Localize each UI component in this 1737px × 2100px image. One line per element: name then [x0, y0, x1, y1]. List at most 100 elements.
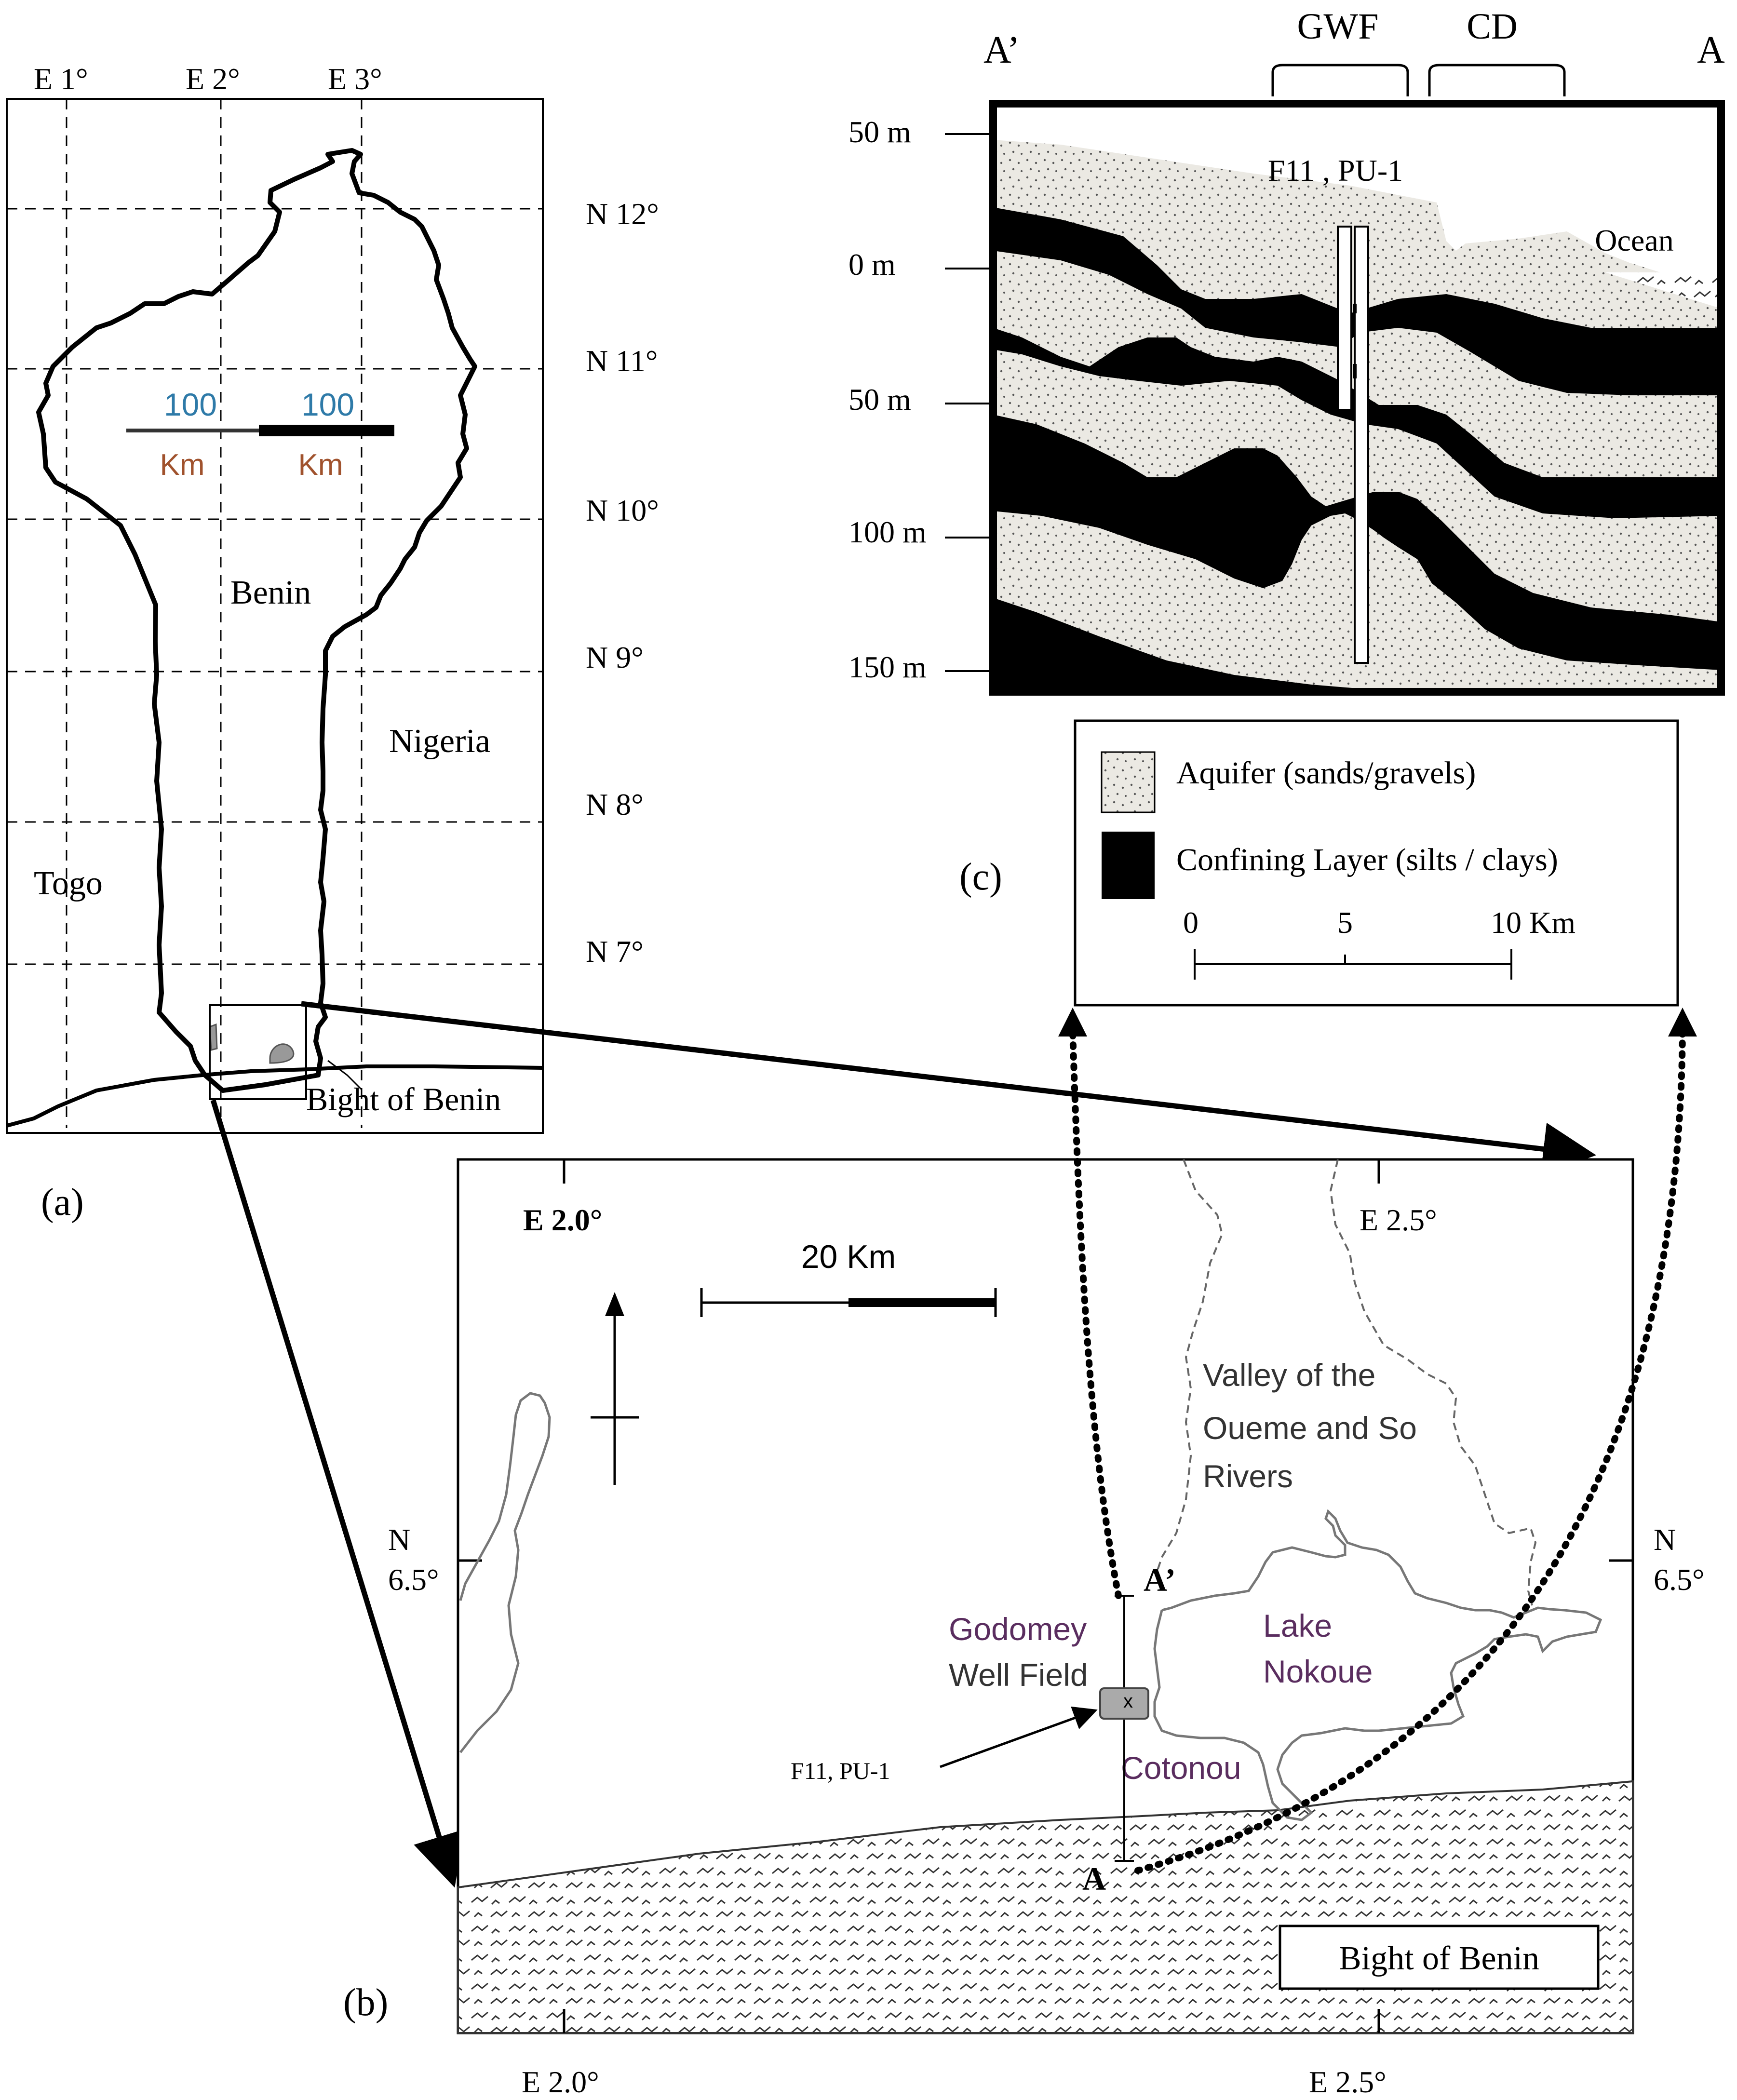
depth-label-50-above: 50 m: [848, 115, 911, 149]
confining-layers: [993, 207, 1721, 692]
map-a: E 1° E 2° E 3° N 12° N 11° N 10° N 9° N …: [6, 62, 659, 1134]
legend-swatch-aquifer: [1101, 751, 1156, 813]
depth-ticks: [945, 133, 993, 672]
section-label-top: A’: [1144, 1562, 1176, 1598]
legend-scale-5: 5: [1337, 905, 1353, 940]
lat-label-n12: N 12°: [586, 197, 659, 231]
map-a-graticule: [7, 99, 543, 1128]
lat-label-n9: N 9°: [586, 640, 644, 674]
lat-label-n11: N 11°: [586, 344, 658, 378]
bracket-label-gwf: GWF: [1297, 6, 1379, 47]
benin-border: [36, 148, 477, 1093]
depth-label-0: 0 m: [848, 247, 896, 282]
study-area-box: [209, 1004, 307, 1100]
valley-line2: Oueme and So: [1203, 1410, 1417, 1446]
country-togo: Togo: [34, 865, 103, 902]
well-field-line2: Well Field: [949, 1657, 1088, 1693]
sea-label-box-b: [1279, 1925, 1600, 1990]
nigeria-west-border: [327, 1060, 363, 1090]
dotted-connector-right: [1134, 1028, 1686, 1874]
scale-a-right-value: 100: [301, 387, 354, 422]
confining-layer-4: [993, 598, 1398, 692]
lat-b-left-n: N: [388, 1522, 410, 1557]
lake-nokoue-outline: [1153, 1509, 1602, 1821]
lon-label-e1: E 1°: [34, 62, 88, 96]
well-field-marker: [1099, 1687, 1149, 1720]
bracket-label-cd: CD: [1467, 6, 1518, 47]
map-b: E 2.0° E 2.5° E 2.0° E 2.5° N 6.5° N 6.5…: [388, 1158, 1705, 2099]
scale-a-right-unit: Km: [298, 448, 343, 482]
legend-frame: [1074, 719, 1679, 1007]
scale-a-left-value: 100: [164, 387, 217, 422]
city-cotonou: Cotonou: [1121, 1750, 1241, 1786]
bracket-gwf: [1271, 64, 1409, 96]
ocean-label: Ocean: [1595, 223, 1673, 257]
scale-bar-a: 100 Km 100 Km: [126, 387, 394, 482]
depth-label-50-below: 50 m: [848, 382, 911, 417]
dotted-connector-left: [1069, 1028, 1122, 1599]
well-label-section: F11 , PU-1: [1268, 153, 1403, 188]
country-nigeria: Nigeria: [389, 723, 490, 760]
depth-label-100: 100 m: [848, 515, 927, 549]
zoom-arrow-top: [301, 1001, 1596, 1176]
map-a-frame: [6, 98, 544, 1134]
lon-b-top-left: E 2.0°: [523, 1203, 602, 1237]
sea-label-b: Bight of Benin: [1339, 1940, 1539, 1977]
legend-swatch-confining: [1102, 832, 1155, 899]
connector-arrowhead-right: [1668, 1008, 1697, 1037]
lake-line1: Lake: [1263, 1608, 1332, 1643]
scale-b-label: 20 Km: [801, 1238, 896, 1275]
panel-label-c: (c): [959, 856, 1002, 898]
zoom-arrow-bottom: [210, 1099, 465, 1888]
lat-b-right-n: N: [1654, 1522, 1676, 1557]
well-screen-2: [1353, 364, 1357, 378]
confining-layer-1: [993, 207, 1721, 395]
sea-label-a: Bight of Benin: [306, 1081, 501, 1117]
well-pointer: [940, 1706, 1098, 1768]
legend: Aquifer (sands/gravels) Confining Layer …: [1074, 719, 1679, 1007]
lon-label-e2: E 2°: [186, 62, 240, 96]
well-casing-2: [1354, 226, 1369, 664]
well-marker-x: x: [1123, 1691, 1133, 1712]
valley-boundary: [1156, 1159, 1537, 1606]
section-frame: [989, 100, 1725, 696]
depth-label-150: 150 m: [848, 650, 927, 684]
cross-section: A’ A GWF CD 50 m 0 m 50 m 100 m 150 m: [848, 6, 1725, 696]
section-end-left: A’: [983, 29, 1020, 71]
lon-b-bottom-right: E 2.5°: [1309, 2065, 1387, 2099]
confining-layer-2: [993, 328, 1721, 518]
well-casing-1: [1337, 226, 1352, 411]
lat-label-n8: N 8°: [586, 787, 644, 821]
confining-layer-3: [993, 415, 1721, 670]
lat-b-right-deg: 6.5°: [1654, 1562, 1705, 1597]
lat-label-n10: N 10°: [586, 493, 659, 527]
lon-label-e3: E 3°: [328, 62, 382, 96]
valley-line1: Valley of the: [1203, 1357, 1375, 1393]
well-field-line1: Godomey: [949, 1611, 1087, 1647]
bracket-cd: [1428, 64, 1566, 96]
lake-nokoue-a: [269, 1043, 295, 1064]
section-label-bottom: A: [1082, 1860, 1106, 1897]
connector-arrowhead-left: [1058, 1008, 1087, 1037]
country-benin: Benin: [230, 574, 311, 611]
scale-a-left-unit: Km: [160, 448, 205, 482]
north-arrow: [591, 1292, 639, 1485]
legend-scale-10: 10 Km: [1491, 905, 1575, 940]
legend-label-aquifer: Aquifer (sands/gravels): [1176, 755, 1476, 791]
lon-b-top-right: E 2.5°: [1360, 1203, 1437, 1237]
ocean-water: [1605, 272, 1721, 309]
legend-label-confining: Confining Layer (silts / clays): [1176, 842, 1558, 877]
lake-line2: Nokoue: [1263, 1654, 1373, 1689]
lat-b-left-deg: 6.5°: [388, 1562, 439, 1597]
well-label-b: F11, PU-1: [791, 1757, 890, 1784]
lagoon-b: [459, 1392, 551, 1753]
section-end-right: A: [1697, 29, 1725, 71]
lat-label-n7: N 7°: [586, 934, 644, 969]
valley-line3: Rivers: [1203, 1458, 1293, 1494]
panel-label-b: (b): [343, 1981, 388, 2024]
scale-bar-b: 20 Km: [700, 1238, 997, 1317]
lon-b-bottom-left: E 2.0°: [522, 2065, 599, 2099]
legend-scale-0: 0: [1183, 905, 1198, 940]
panel-label-a: (a): [41, 1181, 84, 1224]
